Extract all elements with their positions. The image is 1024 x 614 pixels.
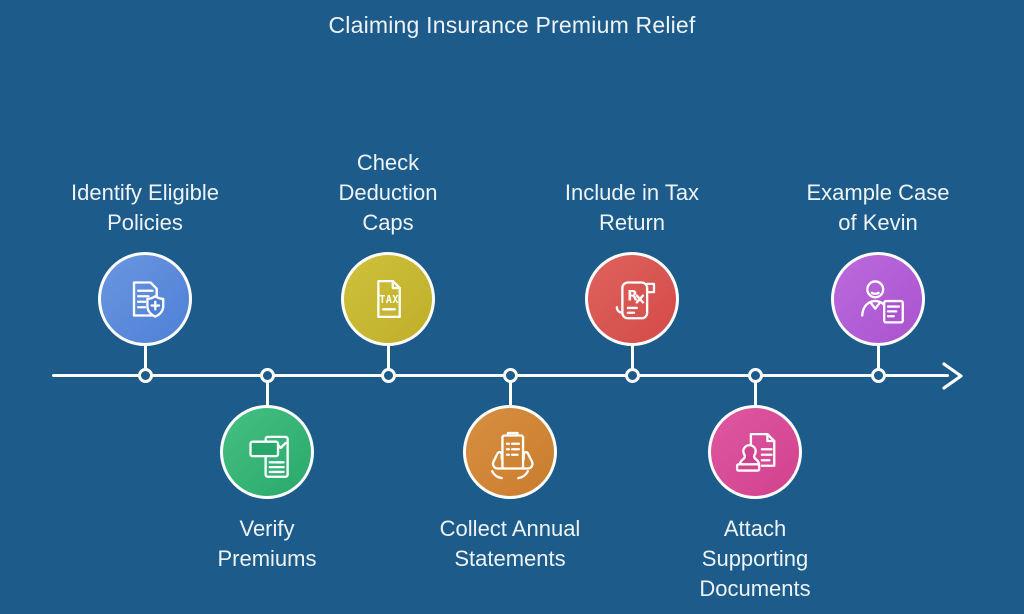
step-connector	[386, 344, 390, 372]
timeline-line	[52, 374, 949, 377]
step-circle	[98, 252, 192, 346]
timeline-dot	[747, 368, 763, 383]
step-connector	[630, 344, 634, 372]
step-label: Collect Annual Statements	[439, 516, 581, 571]
svg-text:TAX: TAX	[379, 294, 399, 306]
timeline-dot	[870, 368, 886, 383]
hands-clipboard-icon	[490, 431, 534, 480]
svg-text:R: R	[627, 288, 638, 304]
step-connector	[876, 344, 880, 372]
arrow-right-icon	[942, 362, 963, 390]
step-circle	[220, 405, 314, 499]
step-label: Example Case of Kevin	[806, 180, 950, 235]
timeline-dot	[624, 368, 640, 383]
step-label: Include in Tax Return	[564, 180, 700, 235]
receipt-check-icon	[249, 435, 289, 478]
step-circle	[463, 405, 557, 499]
step-connector	[753, 380, 757, 408]
step-label: Attach Supporting Documents	[699, 516, 811, 601]
step-circle: R	[585, 252, 679, 346]
rx-receipt-icon: R	[615, 281, 656, 320]
timeline-dot	[137, 368, 153, 383]
step-label: Check Deduction Caps	[338, 150, 438, 235]
step-connector	[265, 380, 269, 408]
step-circle	[708, 405, 802, 499]
tax-file-icon: TAX	[377, 279, 401, 319]
document-shield-icon	[132, 281, 165, 318]
timeline-dot	[380, 368, 396, 383]
step-circle	[831, 252, 925, 346]
timeline-dot	[502, 368, 518, 383]
timeline-dot	[259, 368, 275, 383]
stamp-document-icon	[735, 432, 776, 472]
step-label: Verify Premiums	[217, 516, 317, 571]
step-connector	[508, 380, 512, 408]
step-circle: TAX	[341, 252, 435, 346]
step-connector	[143, 344, 147, 372]
step-label: Identify Eligible Policies	[71, 180, 219, 235]
page-title: Claiming Insurance Premium Relief	[328, 12, 696, 38]
person-document-icon	[861, 280, 904, 324]
